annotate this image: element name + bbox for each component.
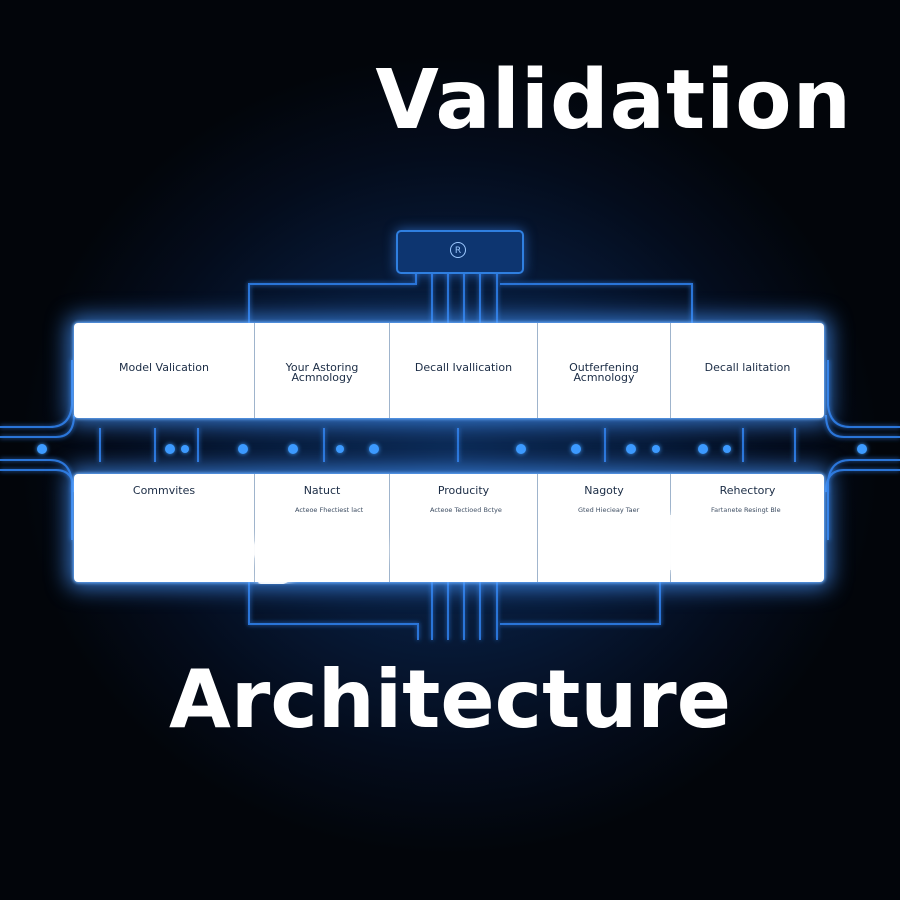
body-cell-subtext: Acteoe Fhectiest lact xyxy=(295,506,364,514)
table-header-row: Model Valication Your Astoring Acmnology… xyxy=(74,323,824,418)
header-cell: Your Astoring Acmnology xyxy=(255,323,390,418)
table-body-row: Commvites Natuct Acteoe Fhectiest lact P… xyxy=(74,474,824,582)
header-cell: Outferfening Acmnology xyxy=(538,323,671,418)
body-cell: Natuct Acteoe Fhectiest lact xyxy=(255,474,390,582)
hub-icon: R xyxy=(450,242,466,258)
body-cell-label: Natuct xyxy=(303,484,341,497)
header-cell-label: Decall Ivallication xyxy=(414,361,513,374)
header-cell: Decall lalitation xyxy=(671,323,824,418)
body-cell-label: Nagoty xyxy=(584,484,624,497)
body-cell: Commvites xyxy=(74,474,255,582)
hub-node: R xyxy=(396,230,524,274)
header-cell-label: Outferfening Acmnology xyxy=(569,361,639,384)
header-cell-label: Decall lalitation xyxy=(704,361,791,374)
body-cell-subtext: Fartanete Resingt Ble xyxy=(711,506,781,514)
header-cell: Model Valication xyxy=(74,323,255,418)
title-architecture: Architecture xyxy=(169,653,731,746)
overlay-title: Diagrortic Table xyxy=(111,506,789,584)
body-cell: Nagoty Gted Hiecieay Taer xyxy=(538,474,671,582)
header-cell-label: Your Astoring Acmnology xyxy=(285,361,359,384)
header-cell: Decall Ivallication xyxy=(390,323,538,418)
header-cell-label: Model Valication xyxy=(119,361,209,374)
body-cell-label: Rehectory xyxy=(719,484,776,497)
body-cell-subtext: Gted Hiecieay Taer xyxy=(578,506,640,514)
body-cell: Producity Acteoe Tectioed Bctye xyxy=(390,474,538,582)
body-cell-subtext: Acteoe Tectioed Bctye xyxy=(430,506,502,514)
body-cell-label: Commvites xyxy=(132,484,196,497)
body-cell: Rehectory Fartanete Resingt Ble xyxy=(671,474,824,582)
title-validation: Validation xyxy=(375,53,852,148)
body-cell-label: Producity xyxy=(437,484,490,497)
